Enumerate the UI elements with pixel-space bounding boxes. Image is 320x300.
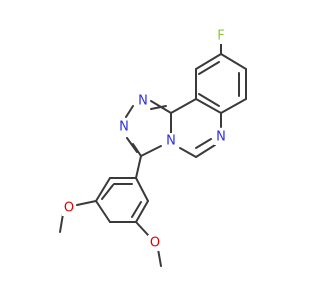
- atom-fluorine: F: [214, 28, 228, 44]
- atom-label-n2: N: [166, 134, 176, 149]
- atom-nitrogen-triazole-top: N: [136, 93, 150, 109]
- bonds: [59, 42, 247, 267]
- bond: [95, 177, 111, 202]
- atom-label-n4: N: [119, 120, 129, 135]
- bond: [220, 98, 247, 114]
- bond: [195, 138, 212, 149]
- chemical-structure: F N N N N O O: [59, 28, 247, 267]
- bond: [131, 201, 142, 218]
- bond: [198, 93, 220, 107]
- bond: [195, 144, 216, 158]
- bond: [59, 213, 64, 233]
- bond: [135, 200, 149, 223]
- atom-nitrogen-bridge: N: [164, 133, 178, 149]
- bond: [132, 143, 142, 157]
- bond: [95, 200, 111, 223]
- bond: [195, 98, 222, 114]
- bond: [220, 53, 247, 70]
- atom-label-o1: O: [64, 201, 74, 216]
- bond: [135, 221, 149, 236]
- atom-oxygen-right: O: [148, 235, 162, 251]
- bond: [198, 61, 220, 75]
- bond: [179, 147, 197, 158]
- atom-nitrogen-quinazoline: N: [214, 129, 228, 145]
- bond: [76, 200, 97, 206]
- atom-label-f: F: [217, 29, 224, 44]
- bond: [140, 145, 162, 157]
- atom-label-o2: O: [150, 236, 160, 251]
- bond: [135, 177, 149, 202]
- bond: [101, 184, 114, 200]
- bond: [150, 105, 167, 110]
- bond: [125, 105, 134, 118]
- bond: [157, 248, 162, 267]
- atom-nitrogen-triazole-left: N: [117, 119, 131, 135]
- atom-label-n3: N: [138, 94, 148, 109]
- atom-oxygen-left: O: [62, 200, 76, 216]
- atom-label-n1: N: [216, 130, 226, 145]
- atom-labels: F N N N N O O: [62, 28, 228, 251]
- bond: [135, 155, 142, 179]
- bond: [126, 137, 138, 153]
- bond: [195, 53, 222, 70]
- bond: [170, 98, 197, 114]
